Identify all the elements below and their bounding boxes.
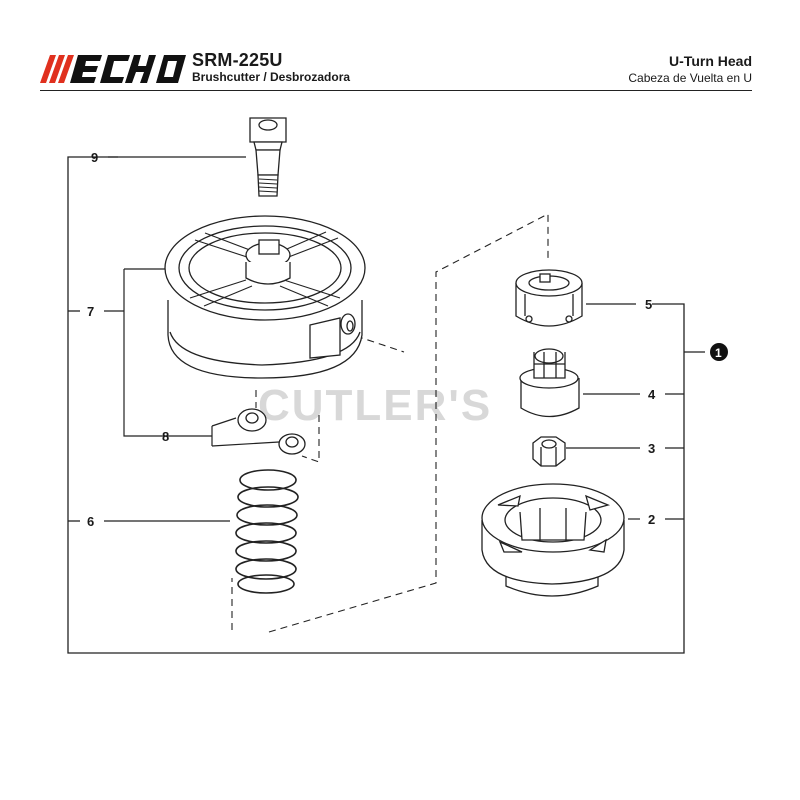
part-8-eyelets — [237, 408, 306, 455]
leader-lines — [104, 156, 640, 522]
page-header: SRM-225U Brushcutter / Desbrozadora U-Tu… — [0, 0, 800, 100]
part-2-base — [481, 483, 625, 597]
part-5-bushing — [515, 269, 583, 327]
callout-2: 2 — [648, 512, 655, 527]
callout-1: 1 — [715, 346, 722, 360]
part-9-bolt — [249, 117, 287, 197]
callout-9: 9 — [91, 150, 98, 165]
callout-7: 7 — [87, 304, 94, 319]
section-subtitle: Cabeza de Vuelta en U — [628, 71, 752, 85]
header-rule — [40, 90, 752, 91]
section-title: U-Turn Head — [669, 53, 752, 69]
callout-3: 3 — [648, 441, 655, 456]
part-4-adapter — [519, 348, 580, 418]
product-subtitle: Brushcutter / Desbrozadora — [192, 70, 351, 84]
callout-8: 8 — [162, 429, 169, 444]
callout-4: 4 — [648, 387, 656, 402]
model-number: SRM-225U — [192, 50, 283, 70]
assembly-guides — [231, 213, 549, 633]
callout-1-assembly-badge: 1 — [710, 343, 728, 361]
bracket-lines — [67, 156, 705, 654]
echo-logo — [40, 55, 188, 88]
watermark: CUTLER'S — [258, 381, 492, 430]
callout-6: 6 — [87, 514, 94, 529]
callout-5: 5 — [645, 297, 652, 312]
part-6-spring — [235, 469, 299, 594]
part-3-nut — [532, 436, 566, 467]
part-7-housing — [164, 215, 366, 379]
